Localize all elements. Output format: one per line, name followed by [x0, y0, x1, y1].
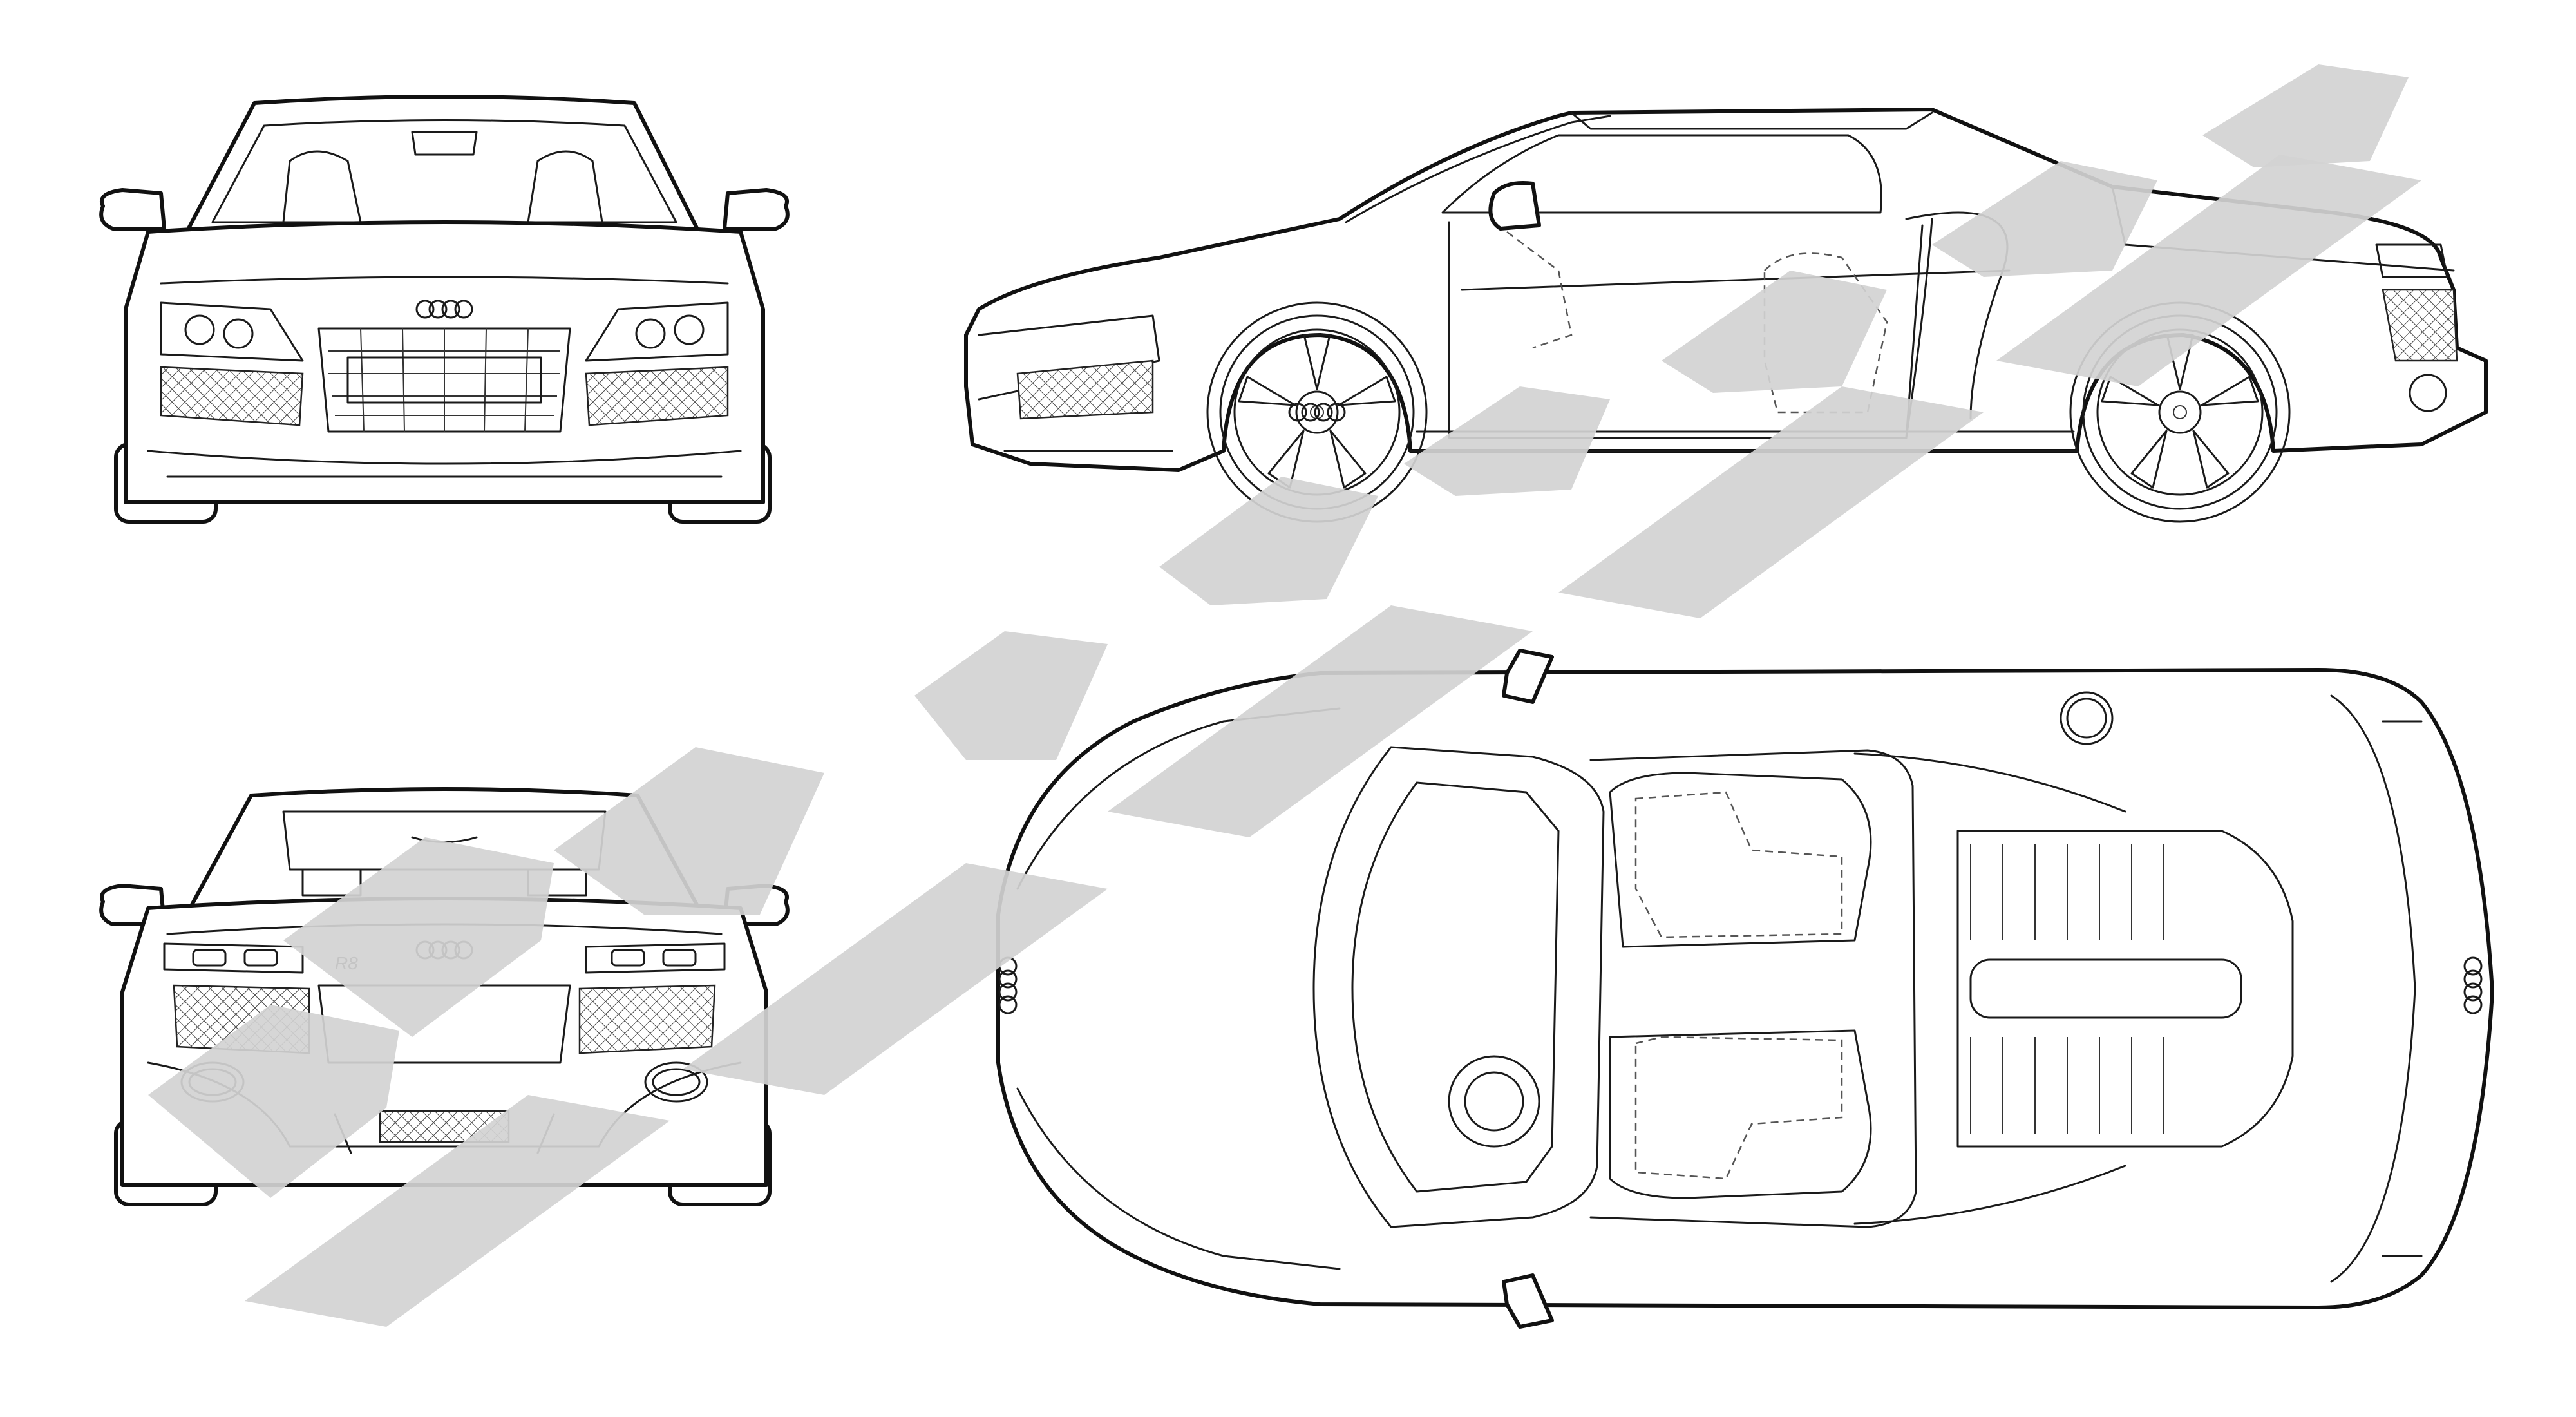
front-view	[99, 95, 790, 524]
top-view	[996, 649, 2494, 1329]
watermark	[148, 64, 2421, 1327]
